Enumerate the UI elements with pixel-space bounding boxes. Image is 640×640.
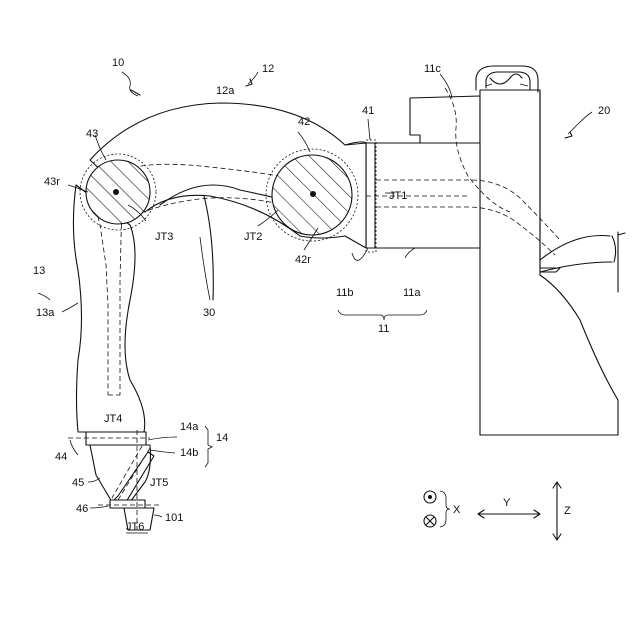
label-43r: 43r <box>44 176 60 188</box>
axis-x-label: X <box>453 504 461 516</box>
label-13: 13 <box>33 265 45 277</box>
label-10: 10 <box>112 57 124 69</box>
label-14b: 14b <box>180 447 198 459</box>
label-12a: 12a <box>216 85 235 97</box>
axis-indicator <box>424 482 561 540</box>
label-13a: 13a <box>36 307 55 319</box>
label-20: 20 <box>598 105 610 117</box>
label-jt4: JT4 <box>104 413 122 425</box>
base-20 <box>410 66 625 435</box>
label-14: 14 <box>216 432 228 444</box>
axis-y-label: Y <box>503 497 511 509</box>
label-12: 12 <box>262 63 274 75</box>
label-41: 41 <box>362 105 374 117</box>
label-45: 45 <box>72 477 84 489</box>
label-11b: 11b <box>336 287 354 299</box>
label-jt1: JT1 <box>389 190 407 202</box>
label-jt2: JT2 <box>244 231 262 243</box>
label-44: 44 <box>55 451 67 463</box>
axis-z-label: Z <box>564 505 571 517</box>
label-jt5: JT5 <box>150 477 168 489</box>
label-14a: 14a <box>180 421 199 433</box>
label-jt3: JT3 <box>155 231 173 243</box>
label-30: 30 <box>203 307 215 319</box>
label-46: 46 <box>76 503 88 515</box>
label-42: 42 <box>298 116 310 128</box>
label-101: 101 <box>165 512 183 524</box>
label-11: 11 <box>378 323 389 335</box>
label-11a: 11a <box>403 287 421 299</box>
label-11c: 11c <box>424 63 441 75</box>
label-43: 43 <box>86 128 98 140</box>
label-jt6: JT6 <box>126 521 144 533</box>
label-42r: 42r <box>295 254 311 266</box>
